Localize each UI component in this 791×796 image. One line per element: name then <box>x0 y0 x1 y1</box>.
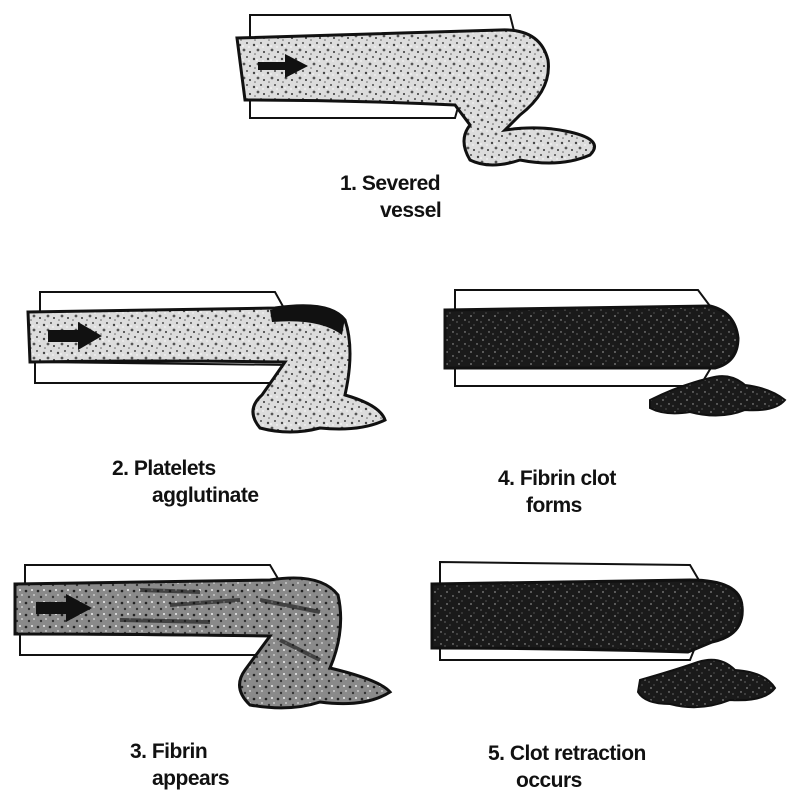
caption-step-4: 4. Fibrin clot forms <box>498 465 616 519</box>
panel-5-clot-retraction-figure <box>432 562 775 707</box>
caption-step-1-title: 1. Severed <box>340 170 441 197</box>
blood-flow <box>237 30 595 165</box>
panel-4-clot-forms-figure <box>445 290 785 416</box>
caption-step-3-title: 3. Fibrin <box>130 738 229 765</box>
caption-step-1-detail: vessel <box>340 197 441 224</box>
vessel-wall <box>20 634 275 655</box>
caption-step-5: 5. Clot retraction occurs <box>488 740 646 794</box>
caption-step-3-detail: appears <box>130 765 229 792</box>
caption-step-2-title: 2. Platelets <box>112 455 259 482</box>
panel-3-fibrin-figure <box>15 565 390 708</box>
panel-2-platelets-figure <box>28 292 385 432</box>
caption-step-1: 1. Severed vessel <box>340 170 441 224</box>
caption-step-5-title: 5. Clot retraction <box>488 740 646 767</box>
retracted-clot <box>432 580 742 652</box>
caption-step-4-title: 4. Fibrin clot <box>498 465 616 492</box>
caption-step-5-detail: occurs <box>488 767 646 794</box>
panel-1-severed-vessel-figure <box>237 15 595 165</box>
caption-step-2: 2. Platelets agglutinate <box>112 455 259 509</box>
caption-step-4-detail: forms <box>498 492 616 519</box>
extruded-clot <box>638 660 775 707</box>
caption-step-2-detail: agglutinate <box>112 482 259 509</box>
fibrin-clot <box>445 306 738 368</box>
vessel-wall <box>35 362 292 383</box>
caption-step-3: 3. Fibrin appears <box>130 738 229 792</box>
